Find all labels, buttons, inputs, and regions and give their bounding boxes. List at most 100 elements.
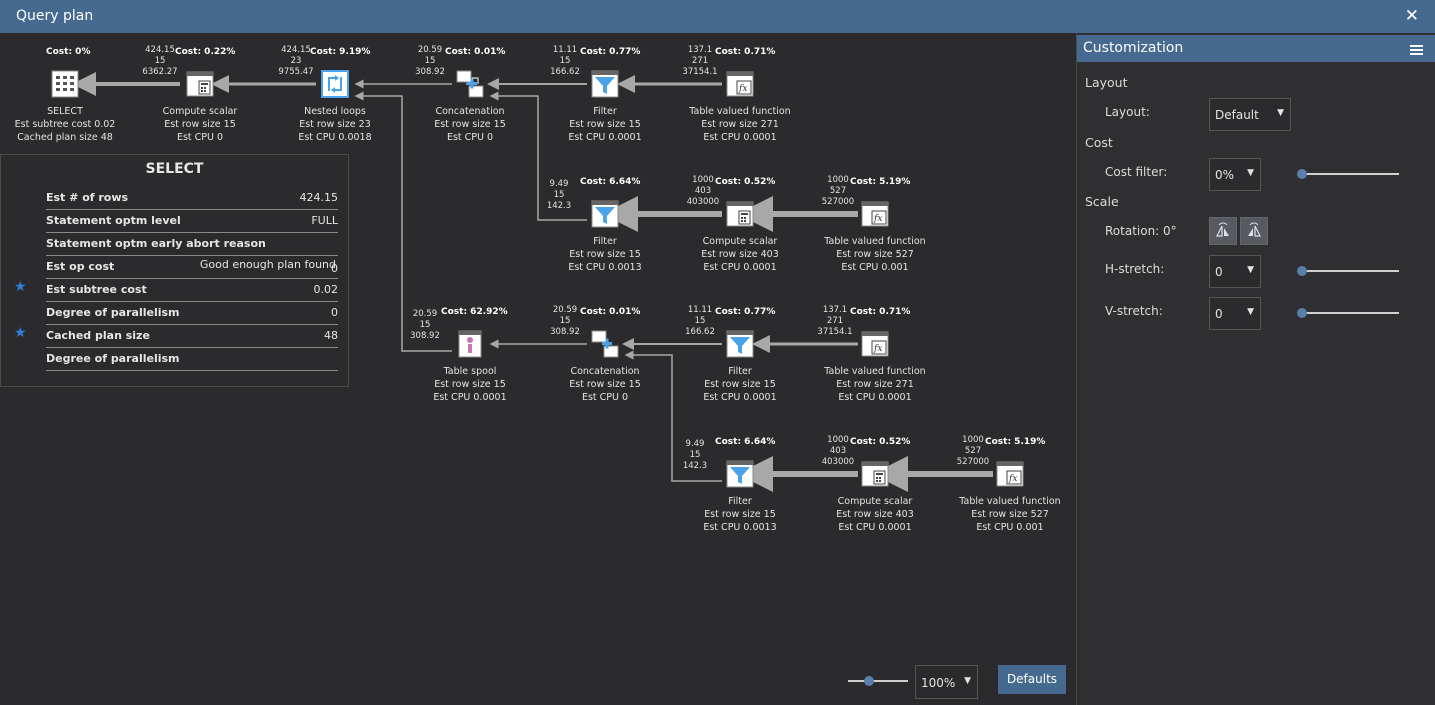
stat-size: 15 <box>559 316 571 326</box>
node-detail: Est row size 15 <box>434 379 506 390</box>
stat-total: 9755.47 <box>278 67 314 77</box>
svg-text:fx: fx <box>1008 474 1017 484</box>
property-key: Est # of rows <box>46 191 129 204</box>
property-value: 0.02 <box>313 283 339 296</box>
node-detail: Est row size 23 <box>299 119 371 130</box>
rotate-left-button[interactable] <box>1209 217 1237 245</box>
zoom-slider[interactable] <box>848 676 908 686</box>
node-table-valued-function[interactable]: fx Table valued function Est row size 52… <box>945 459 1075 534</box>
slider-knob[interactable] <box>1297 169 1307 179</box>
section-layout: Layout <box>1085 75 1128 90</box>
node-detail: Est CPU 0 <box>581 392 629 403</box>
section-scale: Scale <box>1085 194 1119 209</box>
layout-select[interactable]: Default ▼ <box>1209 98 1291 131</box>
star-icon[interactable]: ★ <box>14 279 27 295</box>
cost-label: Cost: 6.64% <box>580 177 641 187</box>
defaults-button[interactable]: Defaults <box>998 665 1066 694</box>
node-concatenation[interactable]: Concatenation Est row size 15 Est CPU 0 <box>540 329 670 404</box>
stat-rows: 20.59 <box>417 45 443 55</box>
node-nested-loops[interactable]: Nested loops Est row size 23 Est CPU 0.0… <box>270 69 400 144</box>
slider-knob[interactable] <box>1297 266 1307 276</box>
property-value: 424.15 <box>299 191 339 204</box>
rotate-right-button[interactable] <box>1240 217 1268 245</box>
stat-total: 37154.1 <box>682 67 718 77</box>
stat-total: 166.62 <box>550 67 580 77</box>
node-filter[interactable]: Filter Est row size 15 Est CPU 0.0001 <box>540 69 670 144</box>
stat-total: 6362.27 <box>142 67 178 77</box>
slider-knob[interactable] <box>1297 308 1307 318</box>
node-name: Filter <box>593 106 617 117</box>
node-name: Filter <box>593 236 617 247</box>
stat-size: 271 <box>826 316 844 326</box>
zoom-value: 100% <box>921 676 956 690</box>
node-compute-scalar[interactable]: Compute scalar Est row size 15 Est CPU 0 <box>135 69 265 144</box>
stat-rows: 137.1 <box>822 305 848 315</box>
cost-label: Cost: 0.71% <box>715 47 776 57</box>
node-compute-scalar[interactable]: Compute scalar Est row size 403 Est CPU … <box>810 459 940 534</box>
cost-label: Cost: 5.19% <box>985 437 1046 447</box>
v-stretch-select[interactable]: 0 ▼ <box>1209 297 1261 330</box>
stat-total: 308.92 <box>415 67 445 77</box>
node-detail: Est row size 15 <box>434 119 506 130</box>
filter-icon <box>590 199 620 229</box>
stat-rows: 11.11 <box>552 45 578 55</box>
customization-panel: Customization Layout Layout: Default ▼ C… <box>1076 33 1435 705</box>
star-icon[interactable]: ★ <box>14 325 27 341</box>
node-concatenation[interactable]: Concatenation Est row size 15 Est CPU 0 <box>405 69 535 144</box>
zoom-slider-knob[interactable] <box>864 676 874 686</box>
node-detail: Est CPU 0.0001 <box>568 132 642 143</box>
chevron-down-icon: ▼ <box>964 676 971 686</box>
property-key: Statement optm level <box>46 214 181 227</box>
cost-label: Cost: 62.92% <box>441 307 508 317</box>
cost-filter-label: Cost filter: <box>1105 165 1168 179</box>
filter-icon <box>590 69 620 99</box>
hamburger-menu-icon[interactable] <box>1410 45 1423 55</box>
node-name: Table valued function <box>959 496 1061 507</box>
stat-size: 15 <box>553 190 565 200</box>
zoom-select[interactable]: 100% ▼ <box>915 665 978 699</box>
cost-filter-slider[interactable] <box>1297 169 1399 179</box>
node-detail: Est row size 15 <box>704 509 776 520</box>
node-detail: Est CPU 0.0001 <box>703 132 777 143</box>
close-icon[interactable]: ✕ <box>1404 6 1419 26</box>
property-value: 0 <box>331 262 338 275</box>
node-name: Table valued function <box>824 236 926 247</box>
node-table-spool[interactable]: Table spool Est row size 15 Est CPU 0.00… <box>405 329 535 404</box>
stat-rows: 1000 <box>827 175 849 185</box>
node-table-valued-function[interactable]: fx Table valued function Est row size 27… <box>810 329 940 404</box>
stat-total: 403000 <box>821 457 855 467</box>
node-table-valued-function[interactable]: fx Table valued function Est row size 27… <box>675 69 805 144</box>
node-select[interactable]: SELECT Est subtree cost 0.02 Cached plan… <box>0 69 130 144</box>
property-row: Est # of rows 424.15 <box>46 187 338 210</box>
customization-header: Customization <box>1077 35 1435 62</box>
node-filter[interactable]: Filter Est row size 15 Est CPU 0.0013 <box>540 199 670 274</box>
stat-rows: 1000 <box>962 435 984 445</box>
stat-size: 15 <box>694 316 706 326</box>
nested-loops-icon <box>320 69 350 99</box>
node-name: Compute scalar <box>837 496 913 507</box>
property-row: Degree of parallelism <box>46 348 338 371</box>
svg-text:fx: fx <box>873 344 882 354</box>
cost-filter-select[interactable]: 0% ▼ <box>1209 158 1261 191</box>
v-stretch-slider[interactable] <box>1297 308 1399 318</box>
edge-ts-nl <box>354 91 452 352</box>
stat-rows: 9.49 <box>685 439 705 449</box>
stat-rows: 1000 <box>827 435 849 445</box>
function-icon: fx <box>725 69 755 99</box>
node-compute-scalar[interactable]: Compute scalar Est row size 403 Est CPU … <box>675 199 805 274</box>
h-stretch-slider[interactable] <box>1297 266 1399 276</box>
node-name: Filter <box>728 496 752 507</box>
stat-size: 15 <box>689 450 701 460</box>
node-filter[interactable]: Filter Est row size 15 Est CPU 0.0001 <box>675 329 805 404</box>
stat-rows: 1000 <box>692 175 714 185</box>
stat-rows: 11.11 <box>687 305 713 315</box>
node-detail: Est CPU 0.001 <box>976 522 1044 533</box>
h-stretch-select[interactable]: 0 ▼ <box>1209 255 1261 288</box>
node-filter[interactable]: Filter Est row size 15 Est CPU 0.0013 <box>675 459 805 534</box>
node-table-valued-function[interactable]: fx Table valued function Est row size 52… <box>810 199 940 274</box>
rotate-left-icon <box>1216 222 1229 237</box>
